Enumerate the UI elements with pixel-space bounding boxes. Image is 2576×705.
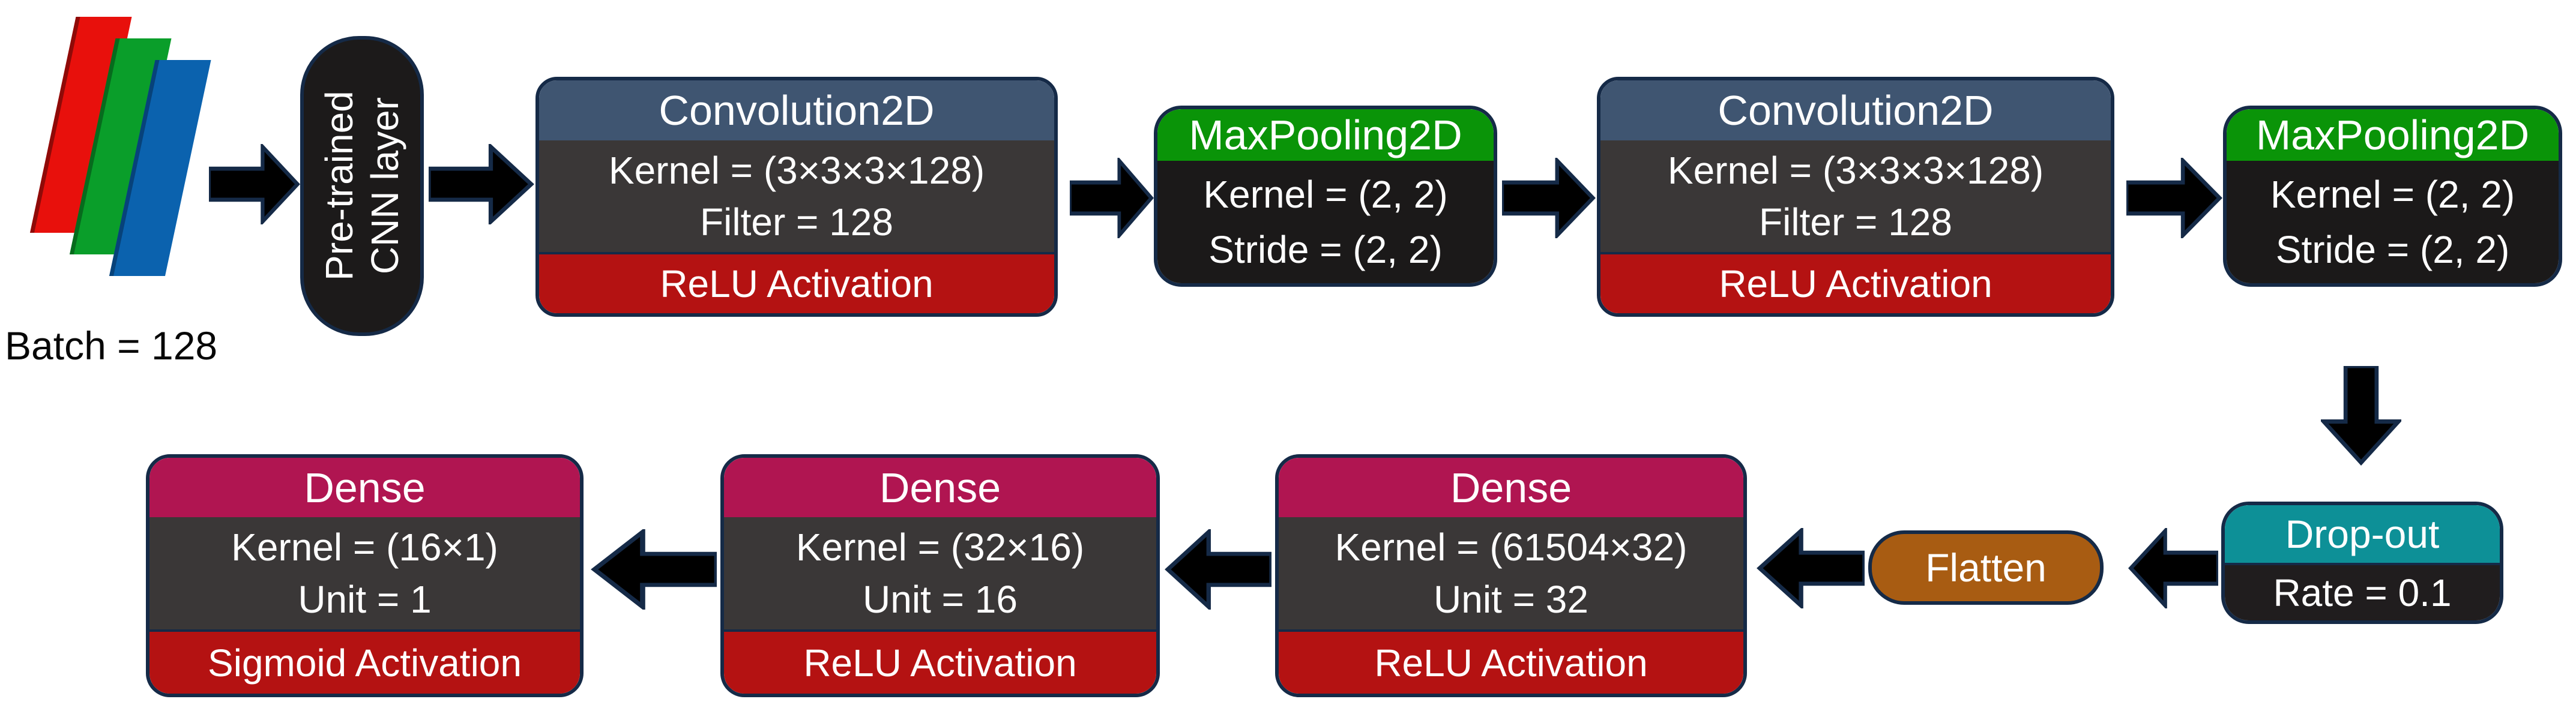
- flow-arrow-right-icon: [1070, 158, 1154, 238]
- pool2-title: MaxPooling2D: [2227, 109, 2559, 161]
- pool2-kernel-label: Kernel = (2, 2): [2270, 172, 2515, 216]
- flow-arrow-right-icon: [2126, 158, 2222, 238]
- dense3-unit-label: Unit = 1: [298, 578, 432, 621]
- conv1-kernel-label: Kernel = (3×3×3×128): [608, 148, 985, 192]
- pretrained-label-line1: Pre-trained: [317, 91, 361, 281]
- convolution2d-node-2: Convolution2D Kernel = (3×3×3×128) Filte…: [1597, 77, 2114, 317]
- dense-node-3: Dense Kernel = (16×1) Unit = 1 Sigmoid A…: [146, 454, 584, 697]
- convolution2d-node-1: Convolution2D Kernel = (3×3×3×128) Filte…: [535, 77, 1058, 317]
- conv1-activation-label: ReLU Activation: [539, 252, 1054, 313]
- dense3-title: Dense: [149, 458, 580, 517]
- dense2-kernel-label: Kernel = (32×16): [795, 526, 1085, 569]
- flow-arrow-down-icon: [2321, 366, 2401, 466]
- dense3-kernel-label: Kernel = (16×1): [231, 526, 498, 569]
- conv1-title: Convolution2D: [539, 80, 1054, 140]
- dense2-title: Dense: [724, 458, 1156, 517]
- pretrained-label-line2: CNN layer: [363, 97, 406, 275]
- dense1-unit-label: Unit = 32: [1434, 578, 1588, 621]
- flow-arrow-left-icon: [591, 529, 717, 610]
- flow-arrow-left-icon: [1757, 528, 1865, 608]
- pool1-title: MaxPooling2D: [1157, 109, 1494, 161]
- batch-size-label: Batch = 128: [5, 323, 218, 368]
- dense1-kernel-label: Kernel = (61504×32): [1335, 526, 1688, 569]
- dense1-params: Kernel = (61504×32) Unit = 32: [1279, 517, 1743, 629]
- pool1-stride-label: Stride = (2, 2): [1208, 228, 1443, 272]
- flatten-node: Flatten: [1868, 530, 2104, 605]
- conv2-kernel-label: Kernel = (3×3×3×128): [1667, 148, 2044, 192]
- dropout-node: Drop-out Rate = 0.1: [2221, 502, 2503, 624]
- conv2-params: Kernel = (3×3×3×128) Filter = 128: [1600, 140, 2111, 252]
- pool2-params: Kernel = (2, 2) Stride = (2, 2): [2227, 161, 2559, 283]
- dense2-params: Kernel = (32×16) Unit = 16: [724, 517, 1156, 629]
- pool2-stride-label: Stride = (2, 2): [2275, 228, 2510, 272]
- dense1-activation-label: ReLU Activation: [1279, 629, 1743, 694]
- conv1-filter-label: Filter = 128: [700, 200, 893, 244]
- dense2-activation-label: ReLU Activation: [724, 629, 1156, 694]
- dense1-title: Dense: [1279, 458, 1743, 517]
- flow-arrow-right-icon: [429, 144, 534, 224]
- conv2-title: Convolution2D: [1600, 80, 2111, 140]
- flow-arrow-right-icon: [1502, 158, 1596, 238]
- dense3-params: Kernel = (16×1) Unit = 1: [149, 517, 580, 629]
- maxpooling2d-node-2: MaxPooling2D Kernel = (2, 2) Stride = (2…: [2223, 106, 2562, 287]
- pretrained-cnn-layer-label: Pre-trained CNN layer: [316, 91, 407, 281]
- flow-arrow-left-icon: [2128, 528, 2218, 608]
- flow-arrow-right-icon: [209, 144, 300, 224]
- flatten-label: Flatten: [1925, 545, 2047, 590]
- pool1-params: Kernel = (2, 2) Stride = (2, 2): [1157, 161, 1494, 283]
- conv1-params: Kernel = (3×3×3×128) Filter = 128: [539, 140, 1054, 252]
- pretrained-cnn-layer-node: Pre-trained CNN layer: [300, 36, 424, 336]
- dropout-rate-label: Rate = 0.1: [2225, 563, 2500, 620]
- dense-node-2: Dense Kernel = (32×16) Unit = 16 ReLU Ac…: [720, 454, 1160, 697]
- conv2-activation-label: ReLU Activation: [1600, 252, 2111, 313]
- dense2-unit-label: Unit = 16: [863, 578, 1018, 621]
- flow-arrow-left-icon: [1165, 529, 1271, 610]
- dense3-activation-label: Sigmoid Activation: [149, 629, 580, 694]
- dense-node-1: Dense Kernel = (61504×32) Unit = 32 ReLU…: [1275, 454, 1747, 697]
- pool1-kernel-label: Kernel = (2, 2): [1203, 172, 1448, 216]
- dropout-title: Drop-out: [2225, 505, 2500, 563]
- conv2-filter-label: Filter = 128: [1759, 200, 1952, 244]
- maxpooling2d-node-1: MaxPooling2D Kernel = (2, 2) Stride = (2…: [1154, 106, 1497, 287]
